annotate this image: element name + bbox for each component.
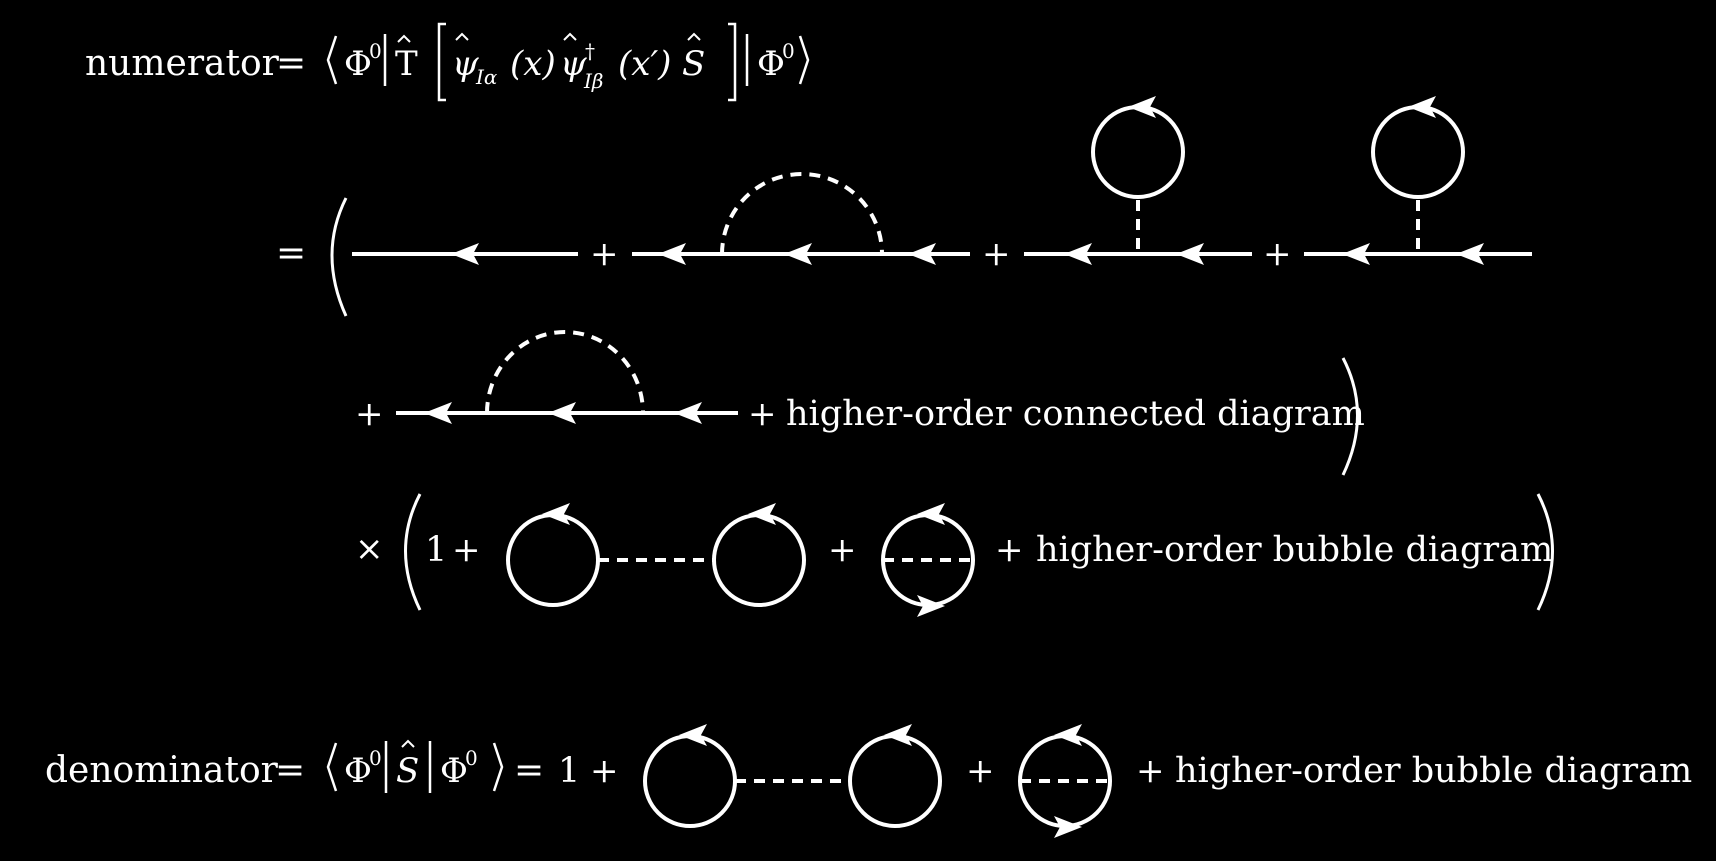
time-order-operator: T	[395, 44, 418, 84]
plus-sign: +	[452, 530, 481, 570]
subscript-i-beta: Iβ	[583, 69, 603, 93]
plus-sign: +	[1136, 751, 1165, 791]
fermion-loop	[643, 734, 737, 828]
numerator-label: numerator	[85, 43, 280, 84]
expansion-row-1: = + + +	[276, 96, 1532, 317]
big-right-paren	[1536, 493, 1554, 611]
tadpole-diagram	[1304, 96, 1532, 265]
higher-order-connected-label: higher-order connected diagram	[786, 394, 1365, 434]
equals-sign: =	[276, 233, 306, 274]
s-operator: S	[682, 44, 705, 84]
denominator-label: denominator	[45, 750, 279, 791]
big-left-paren	[404, 493, 422, 611]
plus-sign: +	[966, 751, 995, 791]
right-angle-bracket	[798, 35, 810, 85]
bare-propagator-diagram	[352, 243, 578, 265]
psi-dagger-symbol: ψ	[560, 44, 587, 84]
psi-symbol: ψ	[452, 44, 479, 84]
phi-symbol: Φ	[344, 751, 372, 791]
tadpole-diagram	[1024, 96, 1252, 265]
s-hat	[687, 32, 701, 41]
dagger-superscript: †	[585, 39, 595, 63]
psi-hat	[455, 32, 469, 41]
plus-sign: +	[1263, 234, 1292, 274]
expansion-row-2: + + higher-order connected diagram	[355, 329, 1365, 476]
disconnected-bubble-diagram	[643, 724, 942, 828]
arrow-left-icon	[1128, 96, 1156, 118]
plus-sign: +	[982, 234, 1011, 274]
plus-sign: +	[355, 394, 384, 434]
big-left-paren	[330, 197, 348, 317]
fermion-loop	[848, 734, 942, 828]
fermion-loop	[712, 513, 806, 607]
arrow-left-icon	[679, 724, 707, 746]
superscript-zero: 0	[369, 746, 382, 770]
plus-sign: +	[590, 751, 619, 791]
left-square-bracket	[437, 22, 446, 102]
disconnected-bubble-diagram	[506, 503, 806, 607]
higher-order-bubble-label: higher-order bubble diagram	[1036, 530, 1553, 570]
big-right-paren	[1341, 357, 1359, 476]
equals-sign: =	[514, 750, 544, 791]
interaction-arc	[720, 172, 884, 255]
phi-ket-symbol: Φ	[757, 44, 785, 84]
left-angle-bracket	[326, 35, 338, 85]
vacuum-factor-row: × 1 + + + higher-order bubble diagram	[355, 493, 1554, 617]
left-angle-bracket	[326, 742, 338, 792]
plus-sign: +	[590, 234, 619, 274]
arrow-left-icon	[884, 724, 912, 746]
plus-sign: +	[828, 530, 857, 570]
s-hat	[401, 739, 415, 748]
phi-symbol: Φ	[344, 44, 372, 84]
arrow-left-icon	[1408, 96, 1436, 118]
exchange-bubble-diagram	[881, 503, 975, 617]
double-exchange-diagram	[396, 329, 738, 424]
time-order-hat	[397, 34, 411, 43]
denominator-row: denominator = Φ 0 S Φ 0 = 1 + + + higher…	[45, 724, 1692, 838]
equals-sign: =	[276, 43, 306, 84]
plus-sign: +	[995, 530, 1024, 570]
fermion-loop	[1371, 105, 1465, 199]
exchange-self-energy-diagram	[632, 172, 970, 265]
times-sign: ×	[355, 529, 384, 569]
phi-ket-symbol: Φ	[440, 751, 468, 791]
one-term: 1	[558, 751, 580, 791]
interaction-arc	[485, 329, 645, 414]
subscript-i-alpha: Iα	[475, 65, 498, 89]
fermion-loop	[506, 513, 600, 607]
equals-sign: =	[275, 750, 305, 791]
arrow-left-icon	[542, 503, 570, 525]
ket-superscript-zero: 0	[465, 746, 478, 770]
s-operator: S	[396, 751, 419, 791]
right-angle-bracket	[492, 742, 504, 792]
fermion-loop	[1091, 105, 1185, 199]
exchange-bubble-diagram	[1018, 724, 1112, 838]
ket-superscript-zero: 0	[782, 39, 795, 63]
arrow-left-icon	[917, 503, 945, 525]
one-term: 1	[425, 530, 447, 570]
psi-dagger-hat	[563, 32, 577, 41]
plus-sign: +	[748, 394, 777, 434]
numerator-definition: numerator = Φ 0 T ψ Iα (x) ψ † Iβ (x′) S…	[85, 22, 810, 102]
right-square-bracket	[728, 22, 737, 102]
arrow-left-icon	[1054, 724, 1082, 746]
superscript-zero: 0	[369, 39, 382, 63]
x-argument: (x)	[510, 44, 556, 84]
x-prime-argument: (x′)	[618, 44, 671, 84]
higher-order-bubble-label: higher-order bubble diagram	[1175, 751, 1692, 791]
arrow-left-icon	[748, 503, 776, 525]
